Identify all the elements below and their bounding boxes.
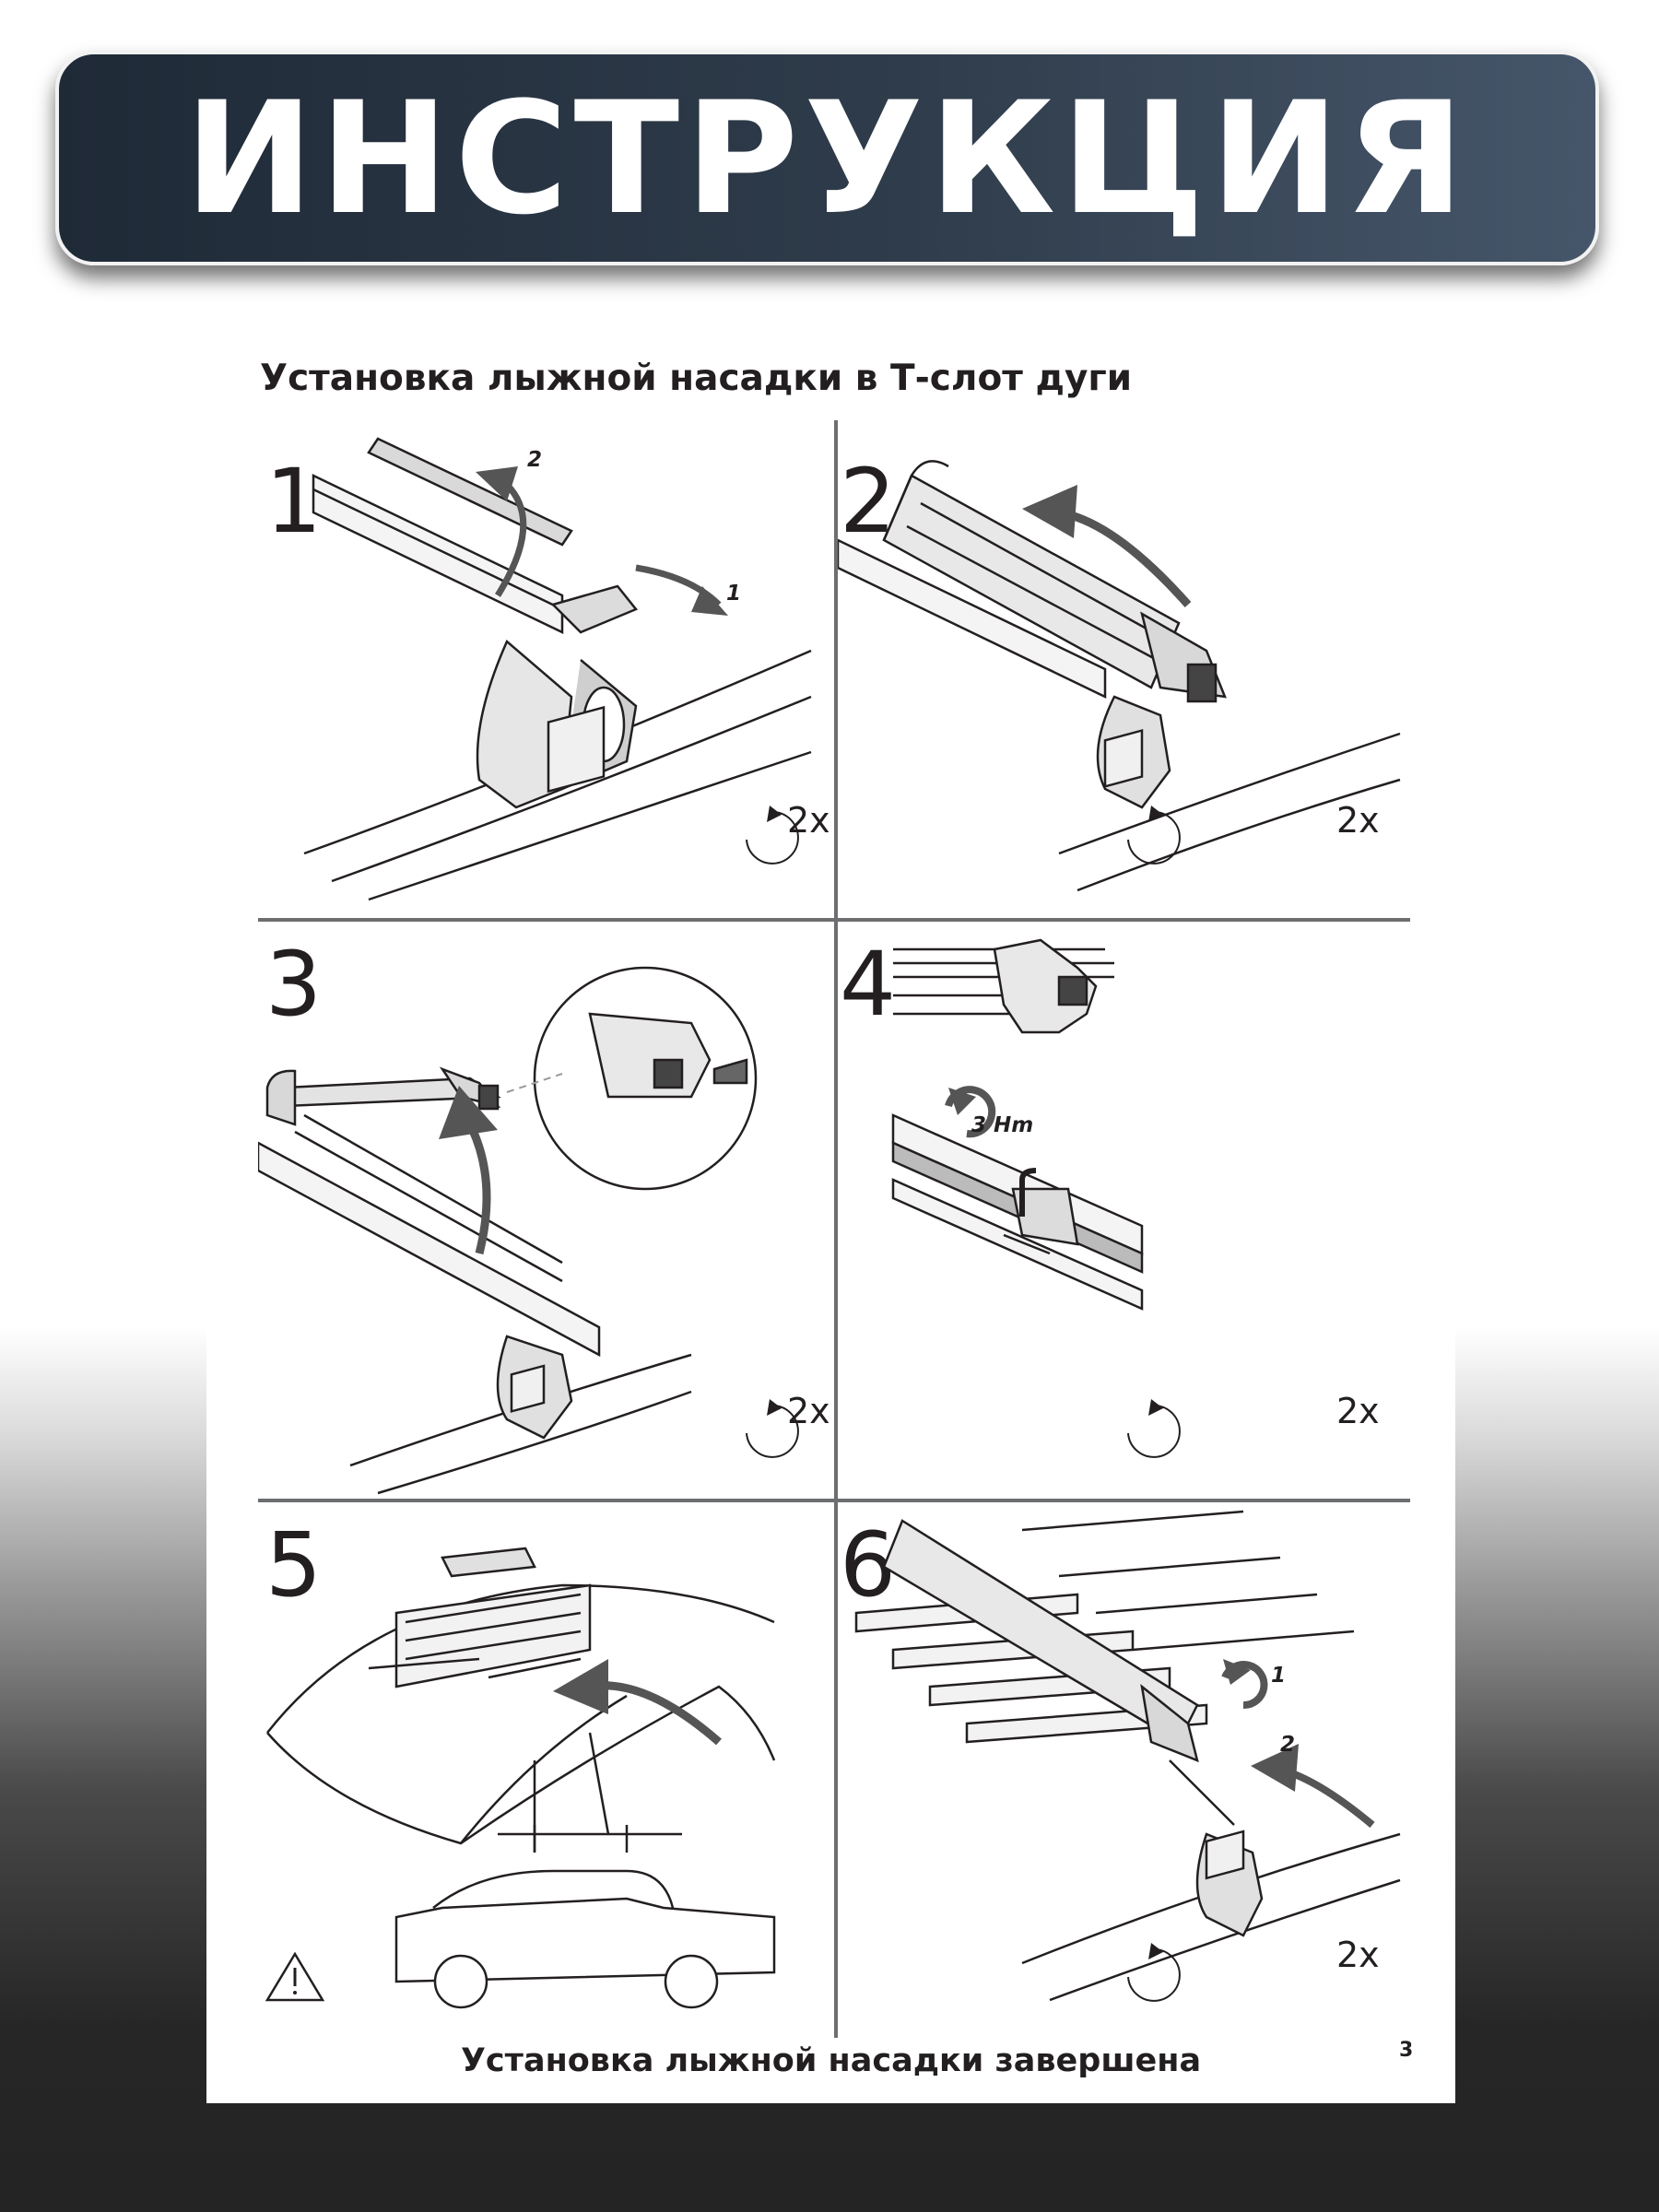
step-2-rotation: 2x: [1336, 800, 1380, 841]
step-5-illustration: [265, 1547, 776, 2009]
step-3-panel: 3 2x: [258, 922, 834, 1499]
step-3-illustration: [258, 966, 799, 1495]
title-banner: ИНСТРУКЦИЯ: [55, 51, 1599, 265]
banner-title: ИНСТРУКЦИЯ: [184, 67, 1470, 249]
step-2-panel: 2 2x: [838, 420, 1410, 918]
page-number: 3: [1399, 2039, 1414, 2062]
step-4-rotation: 2x: [1336, 1391, 1380, 1431]
step-4-panel: 4 3 Hm 2x: [838, 922, 1410, 1499]
step-5-panel: 5: [258, 1502, 834, 2038]
step-1-illustration: 2 1: [303, 437, 812, 901]
step-4-illustration: 3 Hm: [891, 938, 1181, 1458]
step-6-arrow-label-1: 1: [1271, 1664, 1286, 1688]
step-1-arrow-label-1: 1: [726, 582, 741, 606]
step-3-rotation: 2x: [787, 1391, 830, 1431]
vertical-divider: [834, 420, 838, 2038]
step-1-panel: 1 2 1 2x: [258, 420, 834, 918]
step-6-arrow-label-2: 2: [1280, 1733, 1295, 1757]
step-6-panel: 6 1 2 2x: [838, 1502, 1410, 2038]
step-3-number: 3: [265, 933, 323, 1036]
step-2-number: 2: [840, 450, 897, 553]
sheet-title: Установка лыжной насадки в Т-слот дуги: [260, 358, 1133, 399]
instruction-sheet: Установка лыжной насадки в Т-слот дуги 1…: [206, 310, 1455, 2103]
sheet-footer: Установка лыжной насадки завершена: [460, 2042, 1202, 2079]
step-6-rotation: 2x: [1336, 1935, 1380, 1975]
step-5-number: 5: [265, 1513, 323, 1617]
step-1-rotation: 2x: [787, 800, 830, 841]
horizontal-divider-2: [258, 1499, 1410, 1502]
horizontal-divider-1: [258, 918, 1410, 922]
step-1-arrow-label-2: 2: [527, 448, 542, 472]
step-2-illustration: [838, 460, 1401, 892]
step-6-illustration: 1 2: [854, 1510, 1401, 2002]
step-4-number: 4: [840, 933, 897, 1036]
step-4-torque-label: 3 Hm: [971, 1113, 1033, 1137]
